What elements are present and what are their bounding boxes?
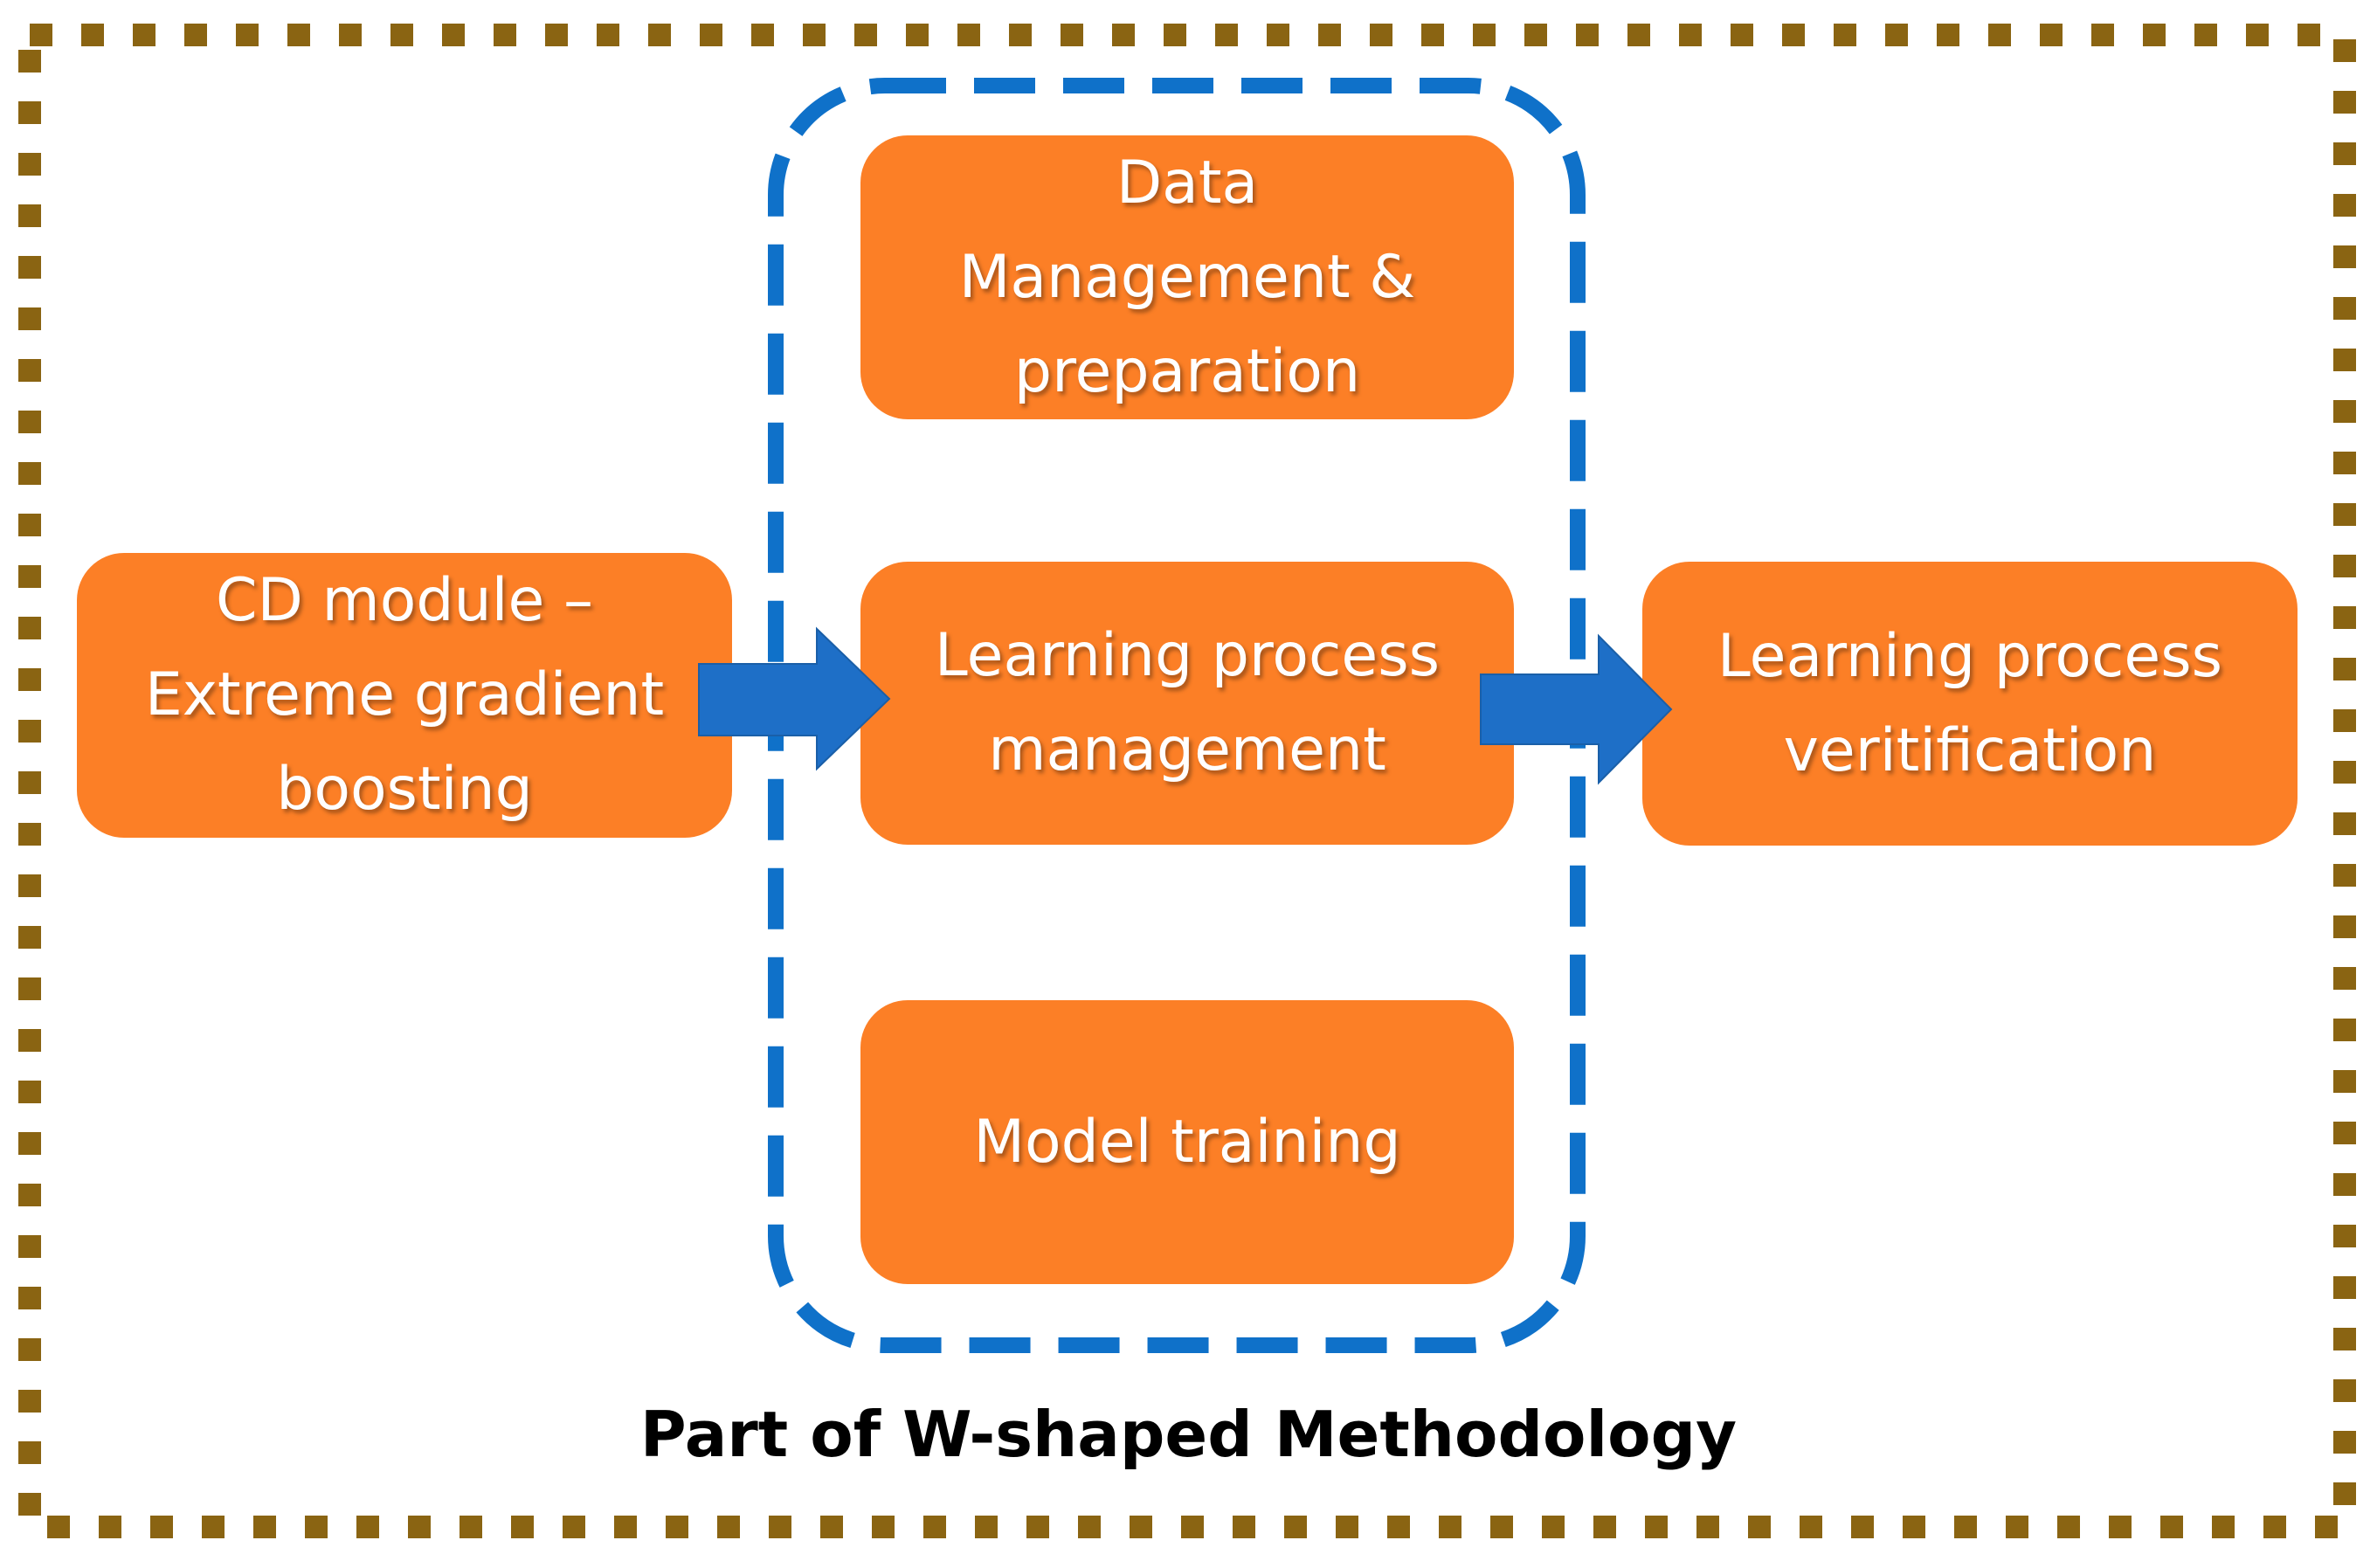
box-data-management-label: Data Management & preparation xyxy=(958,148,1416,406)
box-learning-process-management: Learning process management xyxy=(860,562,1514,845)
diagram-caption: Part of W-shaped Methodology xyxy=(639,1398,1738,1471)
box-cd-module: CD module – Extreme gradient boosting xyxy=(77,553,732,838)
box-model-training: Model training xyxy=(860,1000,1514,1284)
box-learning-process-management-label: Learning process management xyxy=(934,621,1441,784)
box-cd-module-label: CD module – Extreme gradient boosting xyxy=(144,566,665,824)
box-learning-process-verification: Learning process veritification xyxy=(1642,562,2298,846)
box-model-training-label: Model training xyxy=(973,1107,1401,1177)
outer-dotted-border xyxy=(18,24,2356,1538)
box-learning-process-verification-label: Learning process veritification xyxy=(1717,621,2223,785)
box-data-management: Data Management & preparation xyxy=(860,135,1514,419)
